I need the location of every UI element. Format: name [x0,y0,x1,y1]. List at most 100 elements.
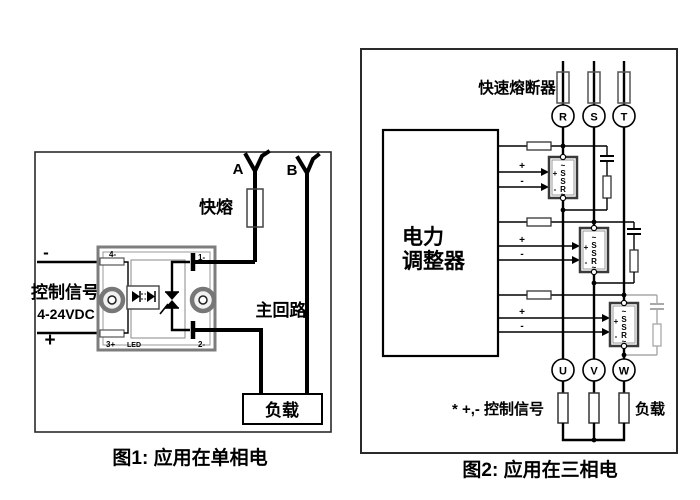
svg-text:S: S [560,169,566,178]
led-triangle-icon [132,291,140,302]
optocoupler-box [126,285,160,310]
control-minus-label: - [43,243,49,262]
load-box [242,393,323,425]
svg-text:+: + [553,169,558,178]
terminal-label-4: 4- [109,250,116,259]
svg-text:-: - [585,258,588,267]
svg-text:~: ~ [561,161,566,170]
phase-r-label: R [559,112,567,124]
arrow-icon [572,256,580,264]
svg-text:R: R [560,185,566,194]
triac-symbol [159,291,179,315]
terminal-b-label: B [287,162,298,179]
svg-text:~: ~ [592,263,597,272]
series-resistor-2 [526,217,552,227]
internal-input-wires [124,261,129,334]
figure2-three-phase: 快速熔断器 R S T 电力 [360,48,678,481]
svg-text:R: R [591,257,597,266]
series-resistor-1 [526,141,552,151]
series-resistor-3 [526,290,552,300]
svg-text:S: S [591,249,597,258]
svg-text:~: ~ [622,307,627,316]
phase-s-label: S [590,112,597,124]
fuse-label: 快熔 [199,197,234,217]
fuse-t [617,71,631,104]
ssr-module: 4- 1- 3+ LED 2- [96,245,217,352]
ssr-unit-1: ~ S S R ~ + - [547,153,579,202]
internal-output-wires [170,260,190,332]
svg-text:-: - [615,332,618,341]
regulator-label-line1: 电力 [402,226,444,249]
group2-plus: + [519,235,525,246]
svg-text:S: S [621,323,627,332]
fast-fuse-label: 快速熔断器 [478,78,556,97]
arrow-icon [602,314,610,322]
figure1-single-phase: - + 控制信号 4-24VDC 4- 1- 3+ LED 2- [31,149,332,469]
input-fuses [556,71,631,104]
snubber-1 [563,146,614,211]
terminal-label-1: 1- [198,253,205,262]
svg-text:~: ~ [592,233,597,242]
terminal-label-2: 2- [198,340,205,349]
triac-gate-line [159,303,169,315]
group3-minus: - [520,321,523,332]
main-circuit-label: 主回路 [256,300,308,320]
arrow-icon [541,168,549,176]
svg-text:R: R [621,331,627,340]
phase-out-terminals: U V W [551,358,636,382]
arrow-icon [572,242,580,250]
fuse-symbol [246,188,264,228]
regulator-output-lines: + - + - + - [498,141,634,336]
screw-terminal-right [189,286,217,314]
phase-w-label: W [619,366,630,378]
group1-plus: + [519,161,525,172]
svg-text:~: ~ [561,190,566,199]
control-voltage-label: 4-24VDC [37,306,95,322]
load-resistors [557,381,630,442]
phase-t-label: T [621,112,628,124]
fuse-s [587,71,601,104]
source-terminal-a: A [233,149,271,178]
terminal-a-label: A [233,161,244,178]
optocoupler [126,285,160,310]
fork-a-icon [243,149,271,176]
control-plus-label: + [44,330,55,351]
arrow-icon [541,183,549,191]
load-label: 负载 [265,400,299,420]
svg-text:~: ~ [622,337,627,346]
photodetector-triangle-icon [147,291,155,302]
svg-text:-: - [554,185,557,194]
phase-u-label: U [559,366,567,378]
power-regulator-box [381,128,500,358]
phase-v-label: V [590,366,598,378]
svg-text:S: S [591,241,597,250]
group2-minus: - [520,249,523,260]
snubber-3 [624,294,664,356]
fuse-r [556,71,570,104]
svg-text:S: S [621,315,627,324]
svg-text:+: + [614,317,619,326]
control-signal-label: 控制信号 [31,282,99,302]
source-terminal-b: B [287,152,321,179]
terminal-pad-4 [99,257,125,266]
fork-b-icon [295,152,321,178]
ssr-unit-2: ~ S S R ~ + - [578,224,610,276]
svg-text:+: + [584,243,589,252]
snubber-2 [594,222,641,284]
terminal-pad-3 [99,329,125,338]
control-wires [37,260,100,335]
arrow-icon [602,328,610,336]
terminal-label-3: 3+ [106,340,115,349]
main-circuit-wires [195,170,309,394]
phase-in-terminals: R S T [551,104,636,128]
load-label-fig2: 负载 [635,400,665,418]
ssr-unit-3: ~ S S R ~ + - [608,299,640,350]
regulator-label-line2: 调整器 [402,249,466,273]
group1-minus: - [520,176,523,187]
screw-terminal-left [98,286,126,314]
control-signal-label-fig2: * +,- 控制信号 [452,400,544,418]
group3-plus: + [519,307,525,318]
terminal-label-led: LED [127,342,141,349]
